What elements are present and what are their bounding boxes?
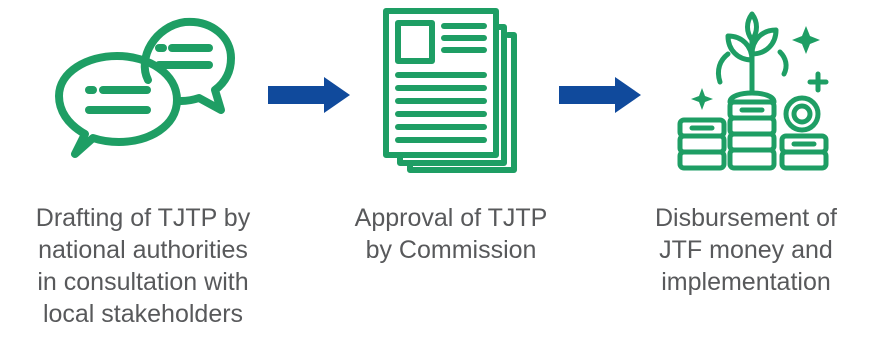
- step-3-icon: [672, 10, 838, 175]
- caption-line: in consultation with: [37, 268, 249, 296]
- step-1-caption: Drafting of TJTP by national authorities…: [0, 202, 286, 330]
- caption-line: JTF money and: [659, 236, 833, 264]
- caption-line: Disbursement of: [654, 204, 838, 232]
- step-1-icon: [55, 12, 235, 172]
- step-2-icon: [380, 5, 525, 173]
- caption-line: Approval of TJTP: [354, 204, 548, 232]
- caption-line: by Commission: [365, 236, 537, 264]
- arrow-right-icon: [268, 77, 350, 113]
- caption-line: Drafting of TJTP by: [35, 204, 251, 232]
- arrow-2: [559, 77, 641, 118]
- speech-bubbles-icon: [55, 17, 235, 158]
- caption-line: national authorities: [38, 236, 248, 264]
- arrow-1: [268, 77, 350, 118]
- documents-icon: [383, 8, 517, 173]
- money-growth-icon: [677, 11, 829, 171]
- step-2-caption: Approval of TJTP by Commission: [306, 202, 596, 266]
- caption-line: implementation: [661, 268, 831, 296]
- caption-line: local stakeholders: [42, 300, 244, 328]
- step-3-caption: Disbursement of JTF money and implementa…: [612, 202, 880, 298]
- arrow-right-icon: [559, 77, 641, 113]
